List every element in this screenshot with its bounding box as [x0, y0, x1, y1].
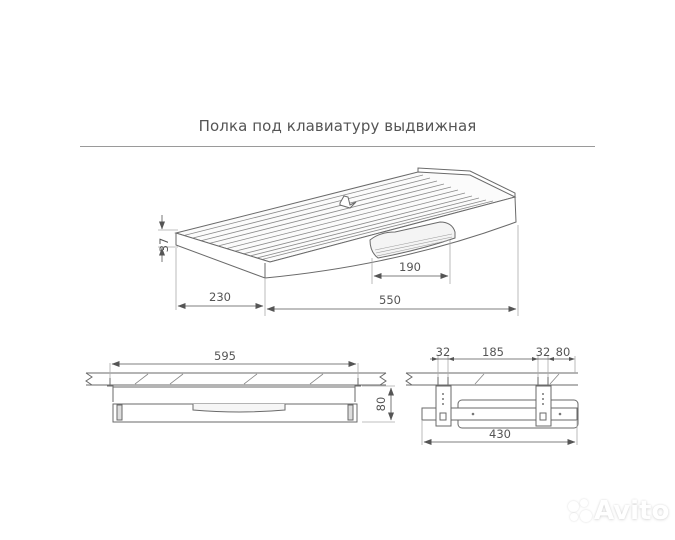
dim-bracket-32-left: 32 [436, 345, 451, 359]
dim-width-550: 550 [379, 293, 401, 307]
avito-logo-icon [568, 499, 592, 523]
perspective-dimensions [158, 215, 519, 316]
page-title: Полка под клавиатуру выдвижная [198, 117, 477, 135]
dim-height-37: 37 [157, 238, 171, 253]
dim-height-80: 80 [374, 397, 388, 412]
dim-depth-430: 430 [489, 427, 511, 441]
perspective-view [174, 167, 517, 279]
front-dimensions [109, 361, 395, 423]
dim-overall-595: 595 [214, 349, 236, 363]
title-divider [80, 146, 595, 147]
dim-handle-190: 190 [399, 260, 421, 274]
side-view [405, 372, 579, 429]
avito-watermark-text: Avito [594, 496, 670, 526]
front-view [85, 372, 387, 423]
avito-watermark: Avito [568, 496, 669, 526]
side-dimensions [421, 356, 578, 445]
dim-front-offset-80: 80 [556, 345, 571, 359]
dim-depth-230: 230 [209, 290, 231, 304]
dim-bracket-32-right: 32 [536, 345, 551, 359]
dim-bracket-spacing-185: 185 [482, 345, 504, 359]
